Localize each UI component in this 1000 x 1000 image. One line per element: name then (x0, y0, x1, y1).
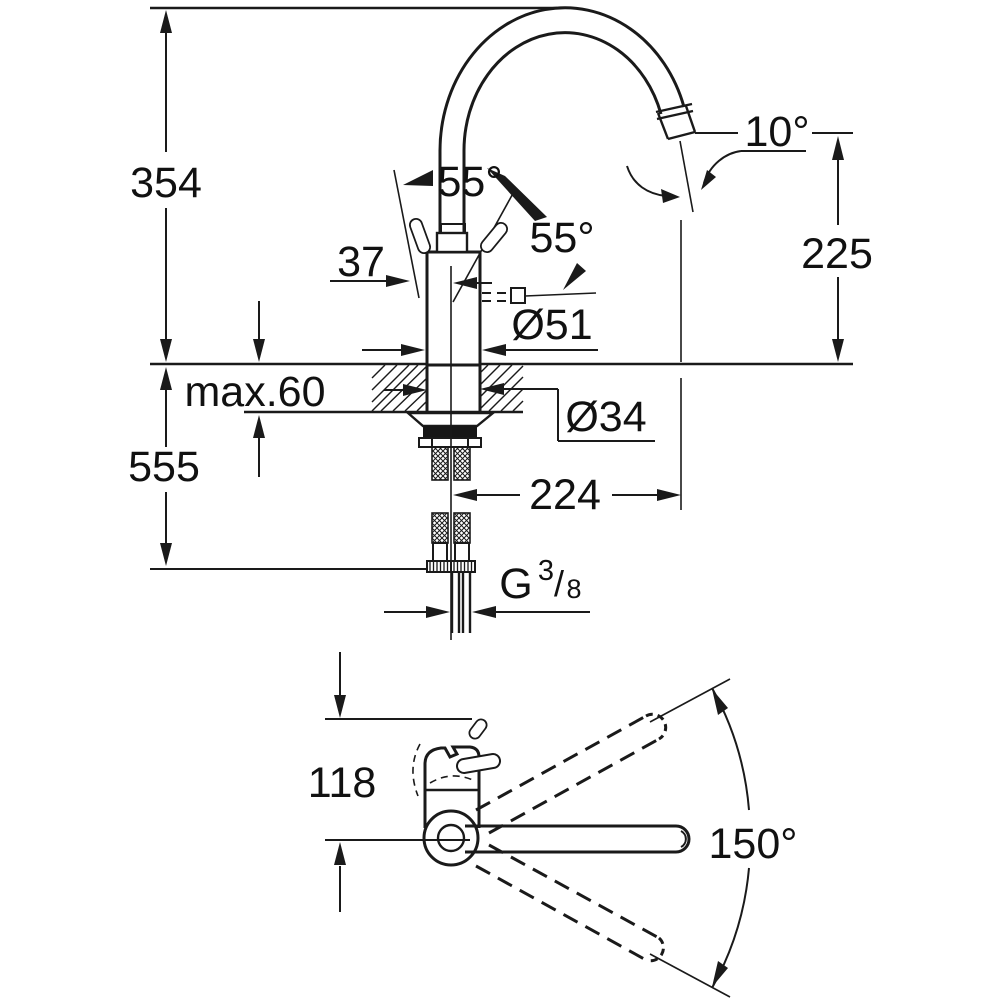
dim-outlet-angle: 10° (626, 108, 853, 203)
dome-inner-arc (429, 775, 476, 784)
braided-hose-lower-left (431, 512, 449, 544)
braided-hose-lower-right (453, 512, 471, 544)
dim-handle-projection: 118 (308, 652, 472, 912)
swivel-extension-lower (649, 953, 731, 998)
claw-washer (418, 437, 482, 448)
swung-spout-lower-edge-1 (475, 864, 647, 962)
aerator-outlet-face (667, 130, 696, 141)
angle-wedge-aerator (563, 263, 586, 290)
thread-denominator: 8 (566, 574, 581, 604)
braided-hose-upper-left (431, 446, 449, 481)
dome-phantom-arc (412, 743, 421, 797)
aerator-leader-line (524, 292, 597, 297)
thread-slash: / (554, 563, 564, 604)
dim-handle-offset: 37 (330, 238, 492, 289)
body-collar (435, 231, 469, 254)
aerator-right-edge (684, 105, 697, 133)
top-view: 118 (308, 652, 798, 998)
faucet-plan-body (412, 718, 691, 867)
spout-height-label: 225 (801, 230, 873, 278)
dim-deck-thickness: max.60 (184, 301, 326, 477)
swung-spout-upper-edge-1 (475, 714, 647, 812)
swung-spout-lower-edge-2 (488, 843, 660, 940)
cartridge-cap (440, 223, 466, 234)
angle-wedge-right (487, 168, 547, 221)
dim-height-above: 354 (130, 10, 202, 362)
hose-fitting-right (454, 542, 470, 562)
hole-diameter-label: Ø34 (565, 393, 646, 441)
aerator-left-edge (656, 112, 670, 140)
lever-axis-left (393, 169, 420, 299)
hose-fitting-left (432, 542, 448, 562)
mounting-hardware (404, 266, 497, 640)
dim-hole-diameter: Ø34 (384, 383, 655, 442)
handle-angle-right-label: 55° (529, 214, 594, 262)
spout-plan-aerator-arc (680, 830, 687, 848)
height-above-label: 354 (130, 159, 202, 207)
dim-spout-reach: 224 (453, 471, 681, 519)
dim-thread: G 3 / 8 (384, 555, 590, 618)
thread-numerator: 3 (538, 555, 554, 587)
body-diameter-label: Ø51 (511, 301, 592, 349)
height-below-label: 555 (128, 443, 200, 491)
swivel-range-phantom (475, 678, 731, 998)
dim-body-diameter: Ø51 (362, 301, 598, 356)
spout-outer-arc (438, 6, 686, 153)
base-outer-circle (422, 809, 480, 867)
spout-inner-arc (462, 31, 663, 153)
dim-height-below: 555 (128, 367, 200, 566)
mounting-nut (423, 426, 477, 438)
handle-angle-left-label: 55° (437, 158, 502, 206)
swivel-extension-upper (649, 678, 731, 723)
dim-swivel-angle: 150° (709, 687, 798, 989)
swung-spout-upper-edge-2 (488, 737, 660, 835)
water-stream-line (679, 140, 694, 213)
reference-lines (150, 6, 853, 570)
faucet-body (425, 6, 686, 367)
braided-hose-upper-right (453, 446, 471, 481)
dim-spout-height: 225 (801, 136, 873, 362)
side-view: 10° 225 354 555 (128, 6, 873, 640)
handle-angles: 55° 55° (393, 158, 597, 304)
spout-plan-end-cap (675, 824, 691, 854)
angle-wedge-left (403, 170, 433, 186)
swung-spout-lower-cap (645, 936, 665, 963)
swivel-angle-label: 150° (709, 820, 798, 868)
spout-tip (655, 102, 697, 510)
aerator-band-1 (655, 102, 693, 114)
handle-dome-outline (423, 745, 481, 828)
swung-spout-upper-cap (645, 712, 668, 741)
base-inner-circle (436, 823, 466, 853)
handle-offset-label: 37 (337, 238, 385, 286)
deck-thickness-label: max.60 (184, 368, 325, 416)
spout-reach-label: 224 (529, 471, 601, 519)
handle-projection-label: 118 (308, 759, 377, 807)
thread-g-label: G (499, 560, 532, 608)
outlet-angle-label: 10° (744, 108, 809, 156)
connection-nut-right (450, 560, 476, 573)
connection-nut-left (426, 560, 452, 573)
